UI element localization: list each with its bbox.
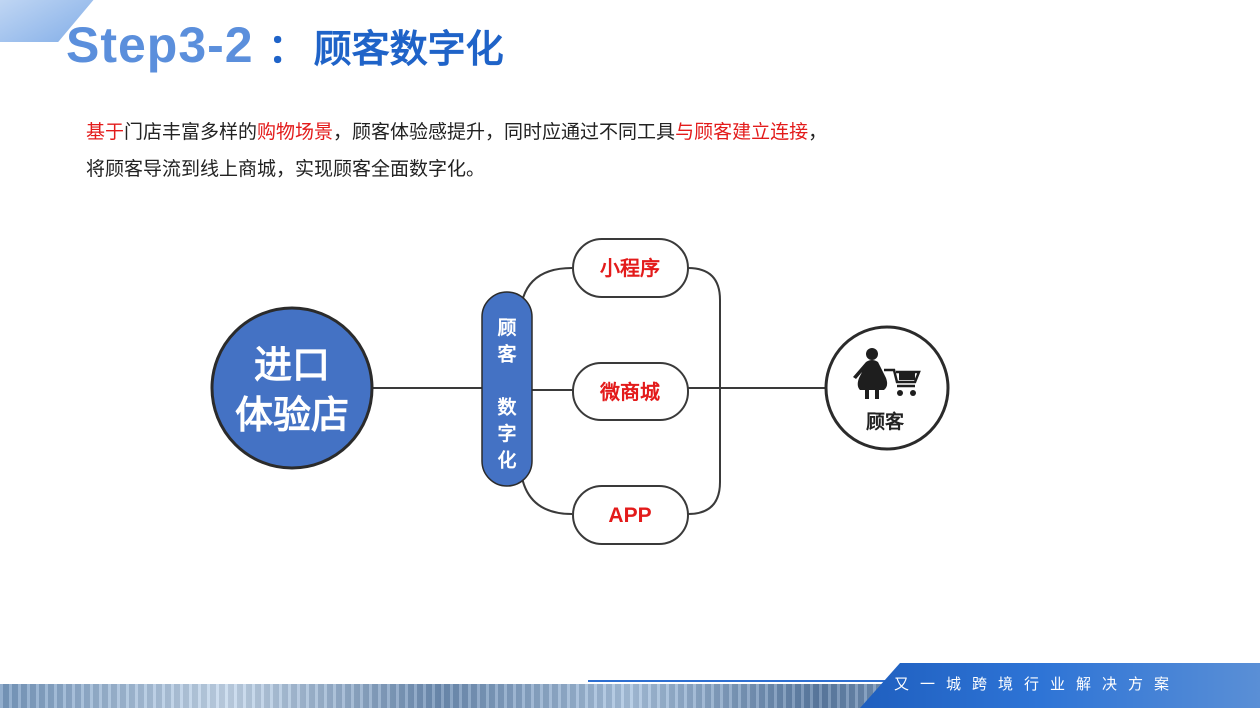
description-text: ，顾客体验感提升，同时应通过不同工具	[333, 121, 676, 143]
channel-pill-3	[572, 485, 689, 545]
channel-app: APP	[608, 504, 651, 527]
title-main: 顾客数字化	[313, 27, 504, 71]
description-line-1: 基于门店丰富多样的购物场景，顾客体验感提升，同时应通过不同工具与顾客建立连接，	[86, 114, 827, 151]
connector-channels-bracket	[687, 267, 721, 515]
footer-tagline: 又一城跨境行业解决方案	[894, 675, 1181, 693]
footer-accent-line	[588, 680, 888, 682]
description-text: ，	[808, 121, 828, 143]
hub-char: 客	[497, 343, 517, 366]
channel-miniprogram: 小程序	[600, 256, 660, 280]
page-title: Step3-2 ： 顾客数字化	[66, 16, 504, 74]
highlight-text: 购物场景	[257, 121, 334, 143]
title-colon: ：	[267, 26, 308, 72]
description-text: 将顾客导流到线上商城，实现顾客全面数字化。	[86, 158, 486, 180]
hub-char: 顾	[497, 317, 516, 339]
customer-label: 顾客	[866, 410, 905, 433]
highlight-text: 基于	[86, 121, 125, 143]
store-label-line-2: 体验店	[235, 393, 349, 437]
hub-label: 顾客数字化	[497, 317, 517, 472]
description-line-2: 将顾客导流到线上商城，实现顾客全面数字化。	[86, 151, 827, 188]
channel-pill-1	[572, 238, 689, 298]
store-circle	[210, 306, 374, 470]
channel-microstore: 微商城	[599, 380, 660, 404]
hub-pill	[481, 291, 533, 487]
footer-tag-bar	[860, 663, 1260, 708]
channel-pill-2	[572, 362, 689, 421]
title-step: Step3-2	[66, 17, 254, 73]
customer-circle	[824, 325, 950, 451]
hub-char: 字	[497, 422, 516, 445]
description: 基于门店丰富多样的购物场景，顾客体验感提升，同时应通过不同工具与顾客建立连接， …	[86, 114, 827, 188]
store-label-line-1: 进口	[254, 343, 330, 387]
description-text: 门店丰富多样的	[124, 121, 258, 143]
hub-char: 数	[497, 396, 517, 419]
shopper-cart-icon	[853, 348, 921, 399]
hub-char: 化	[497, 449, 516, 472]
highlight-text: 与顾客建立连接	[675, 121, 809, 143]
